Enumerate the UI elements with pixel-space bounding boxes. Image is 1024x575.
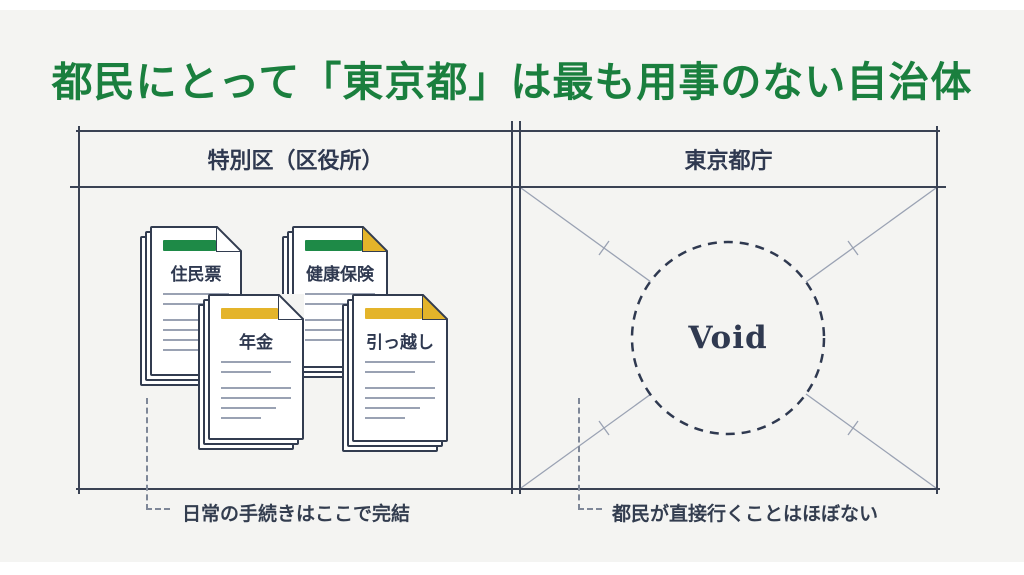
document-sheet: 年金: [208, 294, 304, 440]
panel-header-tokyo-metro: 東京都庁: [684, 148, 773, 173]
document-sheet: 引っ越し: [352, 294, 448, 442]
document-card-pension: 年金: [198, 294, 304, 450]
doc-header-bar: [305, 240, 362, 251]
letterbox-bottom: [0, 562, 1024, 575]
letterbox-top: [0, 0, 1024, 10]
doc-header-bar: [163, 240, 216, 251]
page-title: 都民にとって「東京都」は最も用事のない自治体: [51, 59, 973, 105]
document-text-lines: [294, 293, 386, 341]
folded-corner-icon: [362, 226, 388, 252]
void-label-wrap: Void: [632, 242, 824, 434]
document-label: 年金: [239, 333, 273, 352]
document-text-lines: [210, 361, 302, 419]
document-text-lines: [152, 293, 240, 351]
folded-corner-icon: [422, 294, 448, 320]
document-card-moving: 引っ越し: [342, 294, 448, 452]
doc-header-bar: [221, 308, 278, 319]
annotation-left: 日常の手続きはここで完結: [182, 504, 411, 525]
document-label: 健康保険: [306, 265, 374, 284]
annotation-leader-left: [146, 398, 170, 510]
panel-header-special-wards: 特別区（区役所）: [207, 148, 384, 173]
document-text-lines: [354, 361, 446, 419]
annotation-leader-right: [578, 398, 602, 510]
folded-corner-icon: [216, 226, 242, 252]
doc-header-bar: [365, 308, 422, 319]
annotation-right: 都民が直接行くことはほぼない: [612, 504, 879, 525]
folded-corner-icon: [278, 294, 304, 320]
document-label: 住民票: [170, 265, 222, 284]
document-label: 引っ越し: [366, 333, 434, 352]
void-label: Void: [688, 320, 768, 356]
